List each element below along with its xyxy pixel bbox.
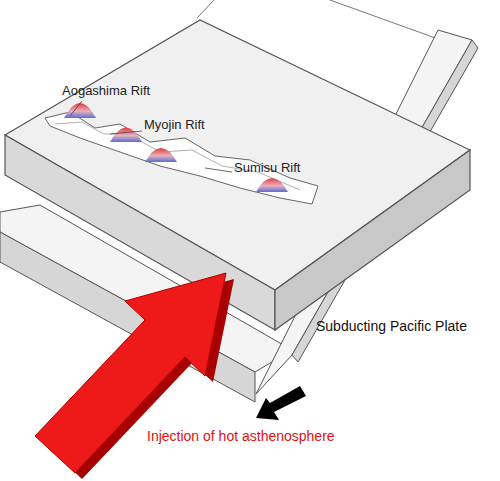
volcano [110,128,142,143]
flow-label: Injection of hot asthenosphere [147,428,335,445]
upper-plate-side [275,150,470,330]
plate-label: Subducting Pacific Plate [316,318,467,335]
rift-label: Aogashima Rift [62,83,150,99]
subduction-arrow [256,386,306,420]
background-line [197,0,214,18]
leader-line [70,101,82,116]
rift-zone [45,112,318,204]
leader-line [205,168,232,172]
rift-label: Sumisu Rift [234,160,300,176]
upper-plate-top [5,20,470,290]
rift-trough [55,122,300,190]
background-line [330,0,452,44]
volcano [256,178,288,192]
rift-label: Myojin Rift [144,117,205,133]
volcano [64,103,96,118]
leader-line [110,131,142,134]
volcano [145,148,177,162]
